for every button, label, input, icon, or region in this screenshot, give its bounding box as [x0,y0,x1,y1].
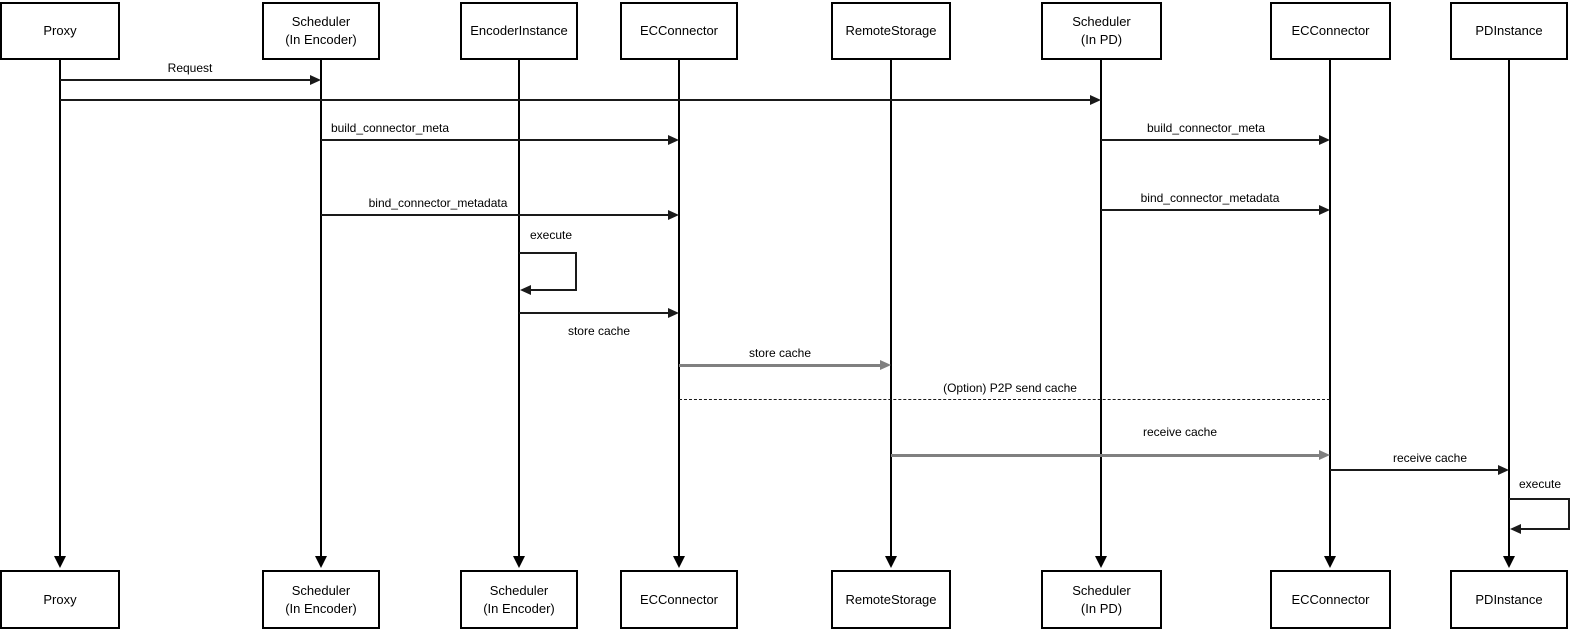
message-line [321,139,669,141]
actor-top-label-scheduler-in-encoder: Scheduler (In Encoder) [285,14,357,47]
lifeline-arrowhead-encoder-instance [513,556,525,568]
actor-bottom-box-encoder-instance: Scheduler (In Encoder) [460,570,578,629]
actor-bottom-label-ec-connector-pd: ECConnector [1291,591,1370,607]
lifeline-encoder-instance [518,60,520,556]
message-line [679,364,881,367]
lifeline-arrowhead-proxy [54,556,66,568]
actor-top-box-ec-connector-pd: ECConnector [1270,2,1391,60]
lifeline-ec-connector-pd [1329,60,1331,556]
lifeline-arrowhead-scheduler-in-encoder [315,556,327,568]
message-label: bind_connector_metadata [1139,191,1281,205]
actor-top-label-ec-connector-pd: ECConnector [1291,23,1370,39]
actor-bottom-label-remote-storage: RemoteStorage [845,591,937,607]
self-message-line-bottom [1520,528,1570,530]
actor-top-label-remote-storage: RemoteStorage [845,23,937,39]
actor-top-label-scheduler-in-pd: Scheduler (In PD) [1072,14,1131,47]
message-line [519,312,669,314]
actor-top-box-proxy: Proxy [0,2,120,60]
actor-bottom-box-proxy: Proxy [0,570,120,629]
actor-top-box-ec-connector-encoder: ECConnector [620,2,738,60]
message-arrowhead [1319,205,1330,215]
actor-bottom-label-scheduler-in-pd: Scheduler (In PD) [1072,582,1131,616]
actor-bottom-box-ec-connector-encoder: ECConnector [620,570,738,629]
lifeline-scheduler-in-pd [1100,60,1102,556]
lifeline-proxy [59,60,61,556]
self-message-line-right [1568,499,1570,529]
message-arrowhead [1319,135,1330,145]
actor-top-box-encoder-instance: EncoderInstance [460,2,578,60]
message-arrowhead [1510,524,1521,534]
lifeline-arrowhead-scheduler-in-pd [1095,556,1107,568]
actor-top-box-scheduler-in-pd: Scheduler (In PD) [1041,2,1162,60]
lifeline-ec-connector-encoder [678,60,680,556]
actor-bottom-label-pd-instance: PDInstance [1475,591,1543,607]
message-arrowhead [520,285,531,295]
actor-top-box-scheduler-in-encoder: Scheduler (In Encoder) [262,2,380,60]
message-line [679,399,1330,400]
actor-top-label-ec-connector-encoder: ECConnector [639,23,719,39]
message-arrowhead [880,360,891,370]
message-line [1330,469,1499,471]
actor-top-box-pd-instance: PDInstance [1450,2,1568,60]
message-label: store cache [566,324,632,338]
message-label: store cache [747,346,813,360]
self-message-line-top [519,252,577,254]
message-arrowhead [668,135,679,145]
message-arrowhead [1498,465,1509,475]
lifeline-arrowhead-pd-instance [1503,556,1515,568]
message-label: (Option) P2P send cache [942,381,1078,395]
message-label: receive cache [1391,451,1469,465]
message-arrowhead [1319,450,1330,460]
lifeline-scheduler-in-encoder [320,60,322,556]
message-line [60,79,311,81]
message-label: execute [528,228,574,242]
self-message-line-bottom [530,289,577,291]
actor-bottom-box-ec-connector-pd: ECConnector [1270,570,1391,629]
message-arrowhead [1090,95,1101,105]
actor-top-box-remote-storage: RemoteStorage [831,2,951,60]
lifeline-pd-instance [1508,60,1510,556]
message-label: build_connector_meta [329,121,451,135]
message-line [321,214,669,216]
message-arrowhead [668,308,679,318]
actor-bottom-box-scheduler-in-encoder: Scheduler (In Encoder) [262,570,380,629]
message-arrowhead [668,210,679,220]
actor-top-label-pd-instance: PDInstance [1475,23,1543,39]
actor-bottom-box-remote-storage: RemoteStorage [831,570,951,629]
message-line [60,99,1091,101]
message-label: receive cache [1141,425,1219,439]
lifeline-remote-storage [890,60,892,556]
lifeline-arrowhead-ec-connector-pd [1324,556,1336,568]
message-label: build_connector_meta [1145,121,1267,135]
lifeline-arrowhead-ec-connector-encoder [673,556,685,568]
message-arrowhead [310,75,321,85]
self-message-line-right [575,253,577,290]
message-label: bind_connector_metadata [367,196,509,210]
message-line [1101,209,1320,211]
message-line [1101,139,1320,141]
actor-bottom-label-proxy: Proxy [43,591,77,607]
actor-top-label-encoder-instance: EncoderInstance [470,23,568,39]
message-label: execute [1517,477,1563,491]
actor-bottom-box-scheduler-in-pd: Scheduler (In PD) [1041,570,1162,629]
actor-bottom-label-ec-connector-encoder: ECConnector [639,591,719,607]
actor-bottom-box-pd-instance: PDInstance [1450,570,1568,629]
message-line [891,454,1320,457]
lifeline-arrowhead-remote-storage [885,556,897,568]
actor-bottom-label-encoder-instance: Scheduler (In Encoder) [483,582,555,616]
actor-top-label-proxy: Proxy [43,23,77,39]
actor-bottom-label-scheduler-in-encoder: Scheduler (In Encoder) [285,582,357,616]
message-label: Request [166,61,214,75]
self-message-line-top [1509,498,1570,500]
